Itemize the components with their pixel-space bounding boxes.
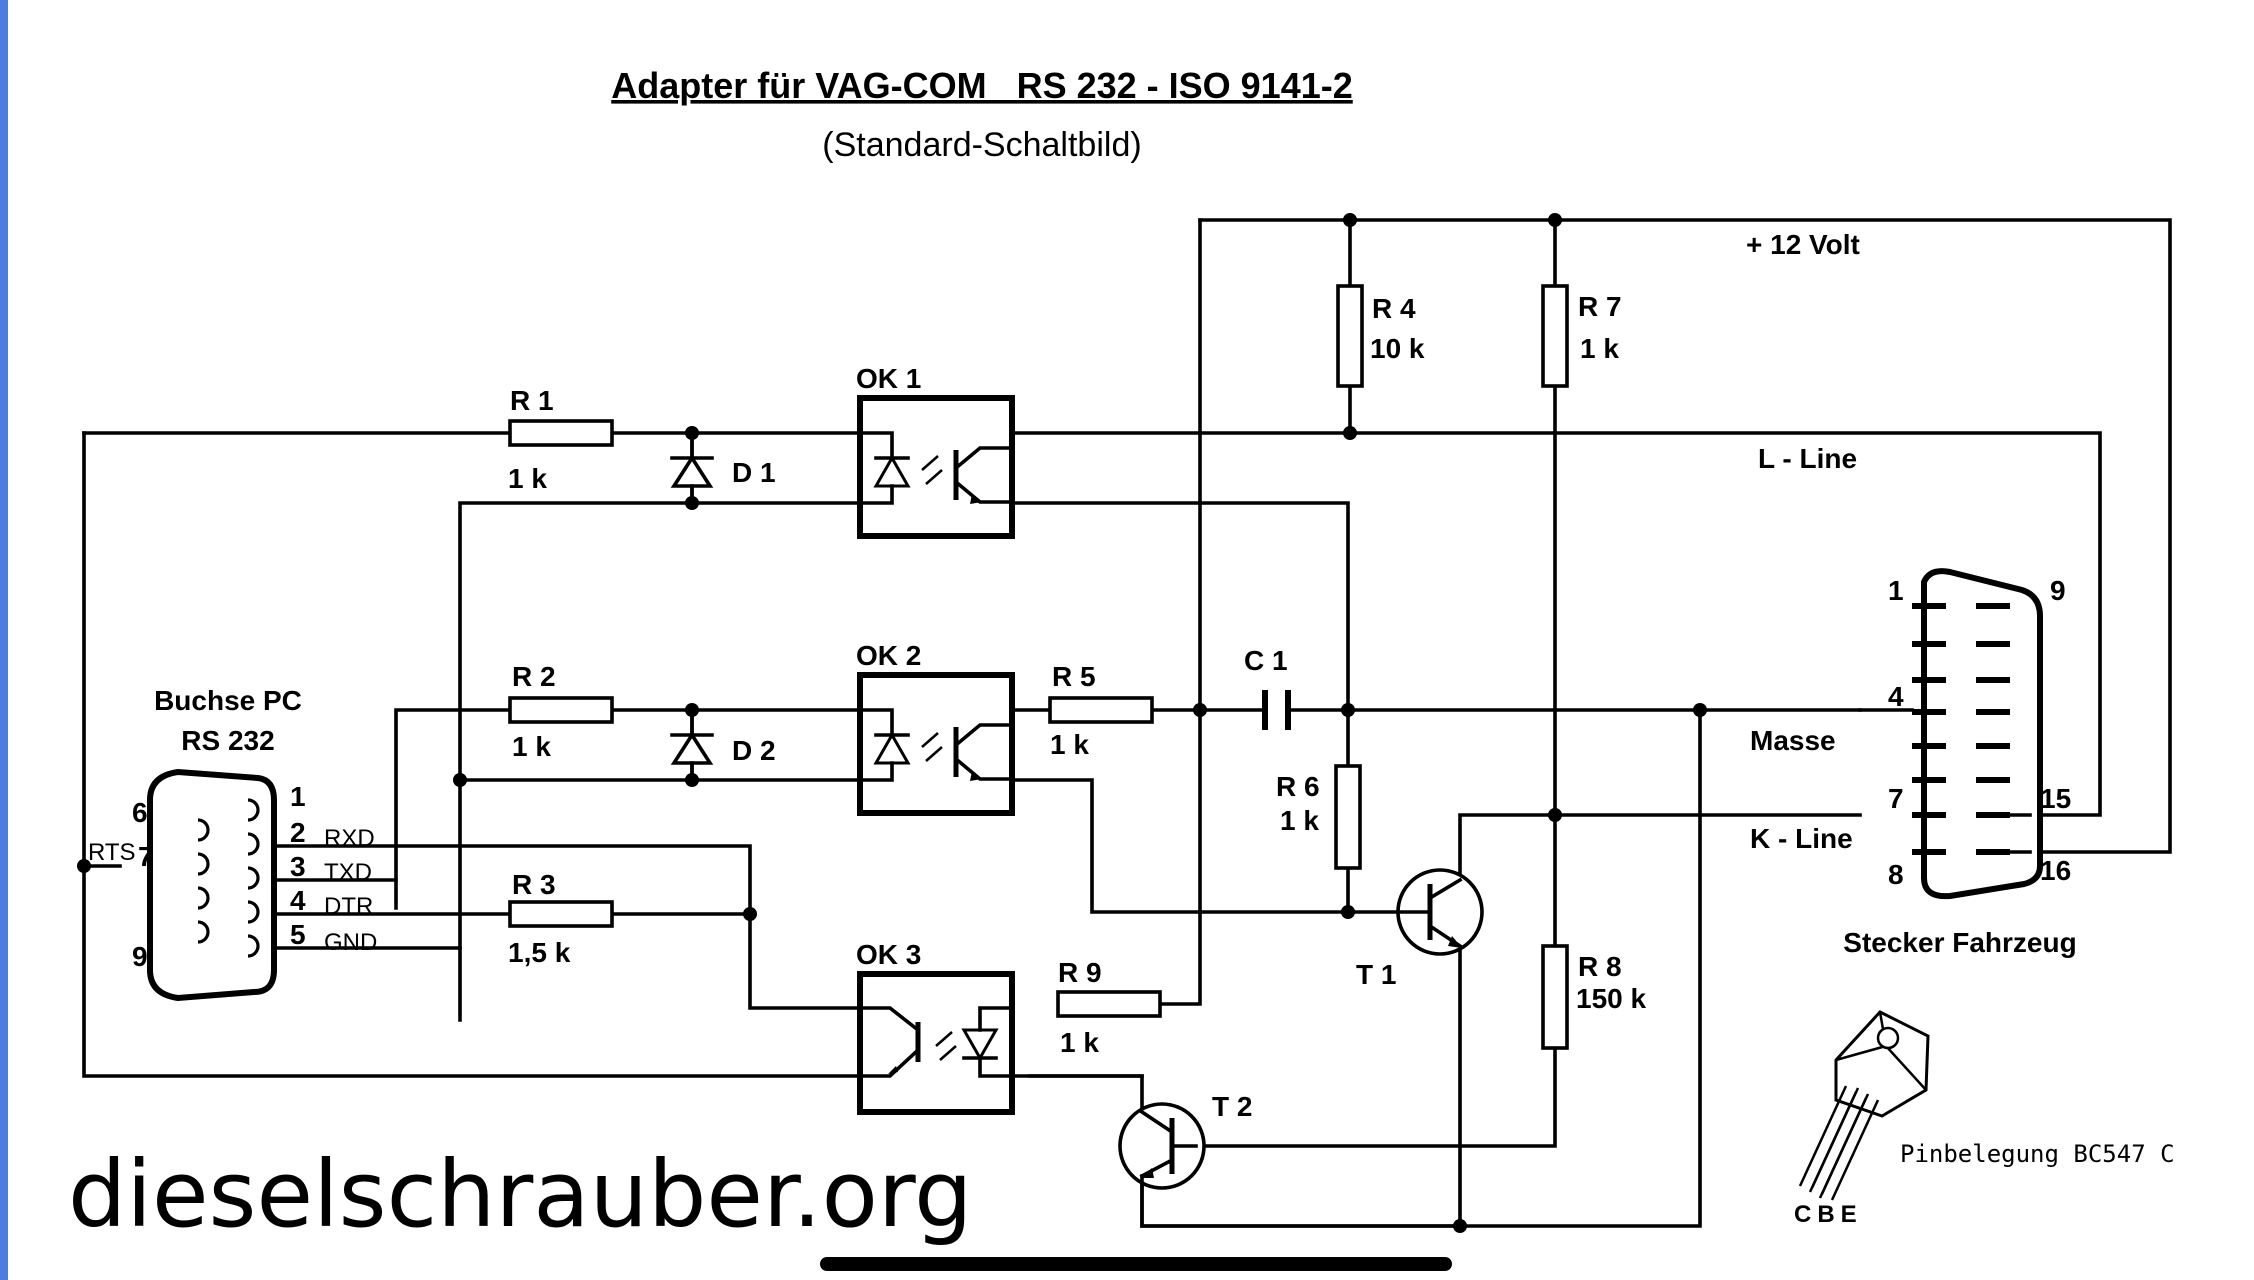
resistor-r1: R 1 1 k xyxy=(508,385,614,494)
pinout-pins-label: CBE xyxy=(1794,1201,1863,1228)
resistor-r9: R 9 1 k xyxy=(1056,957,1162,1058)
svg-text:1 k: 1 k xyxy=(508,463,547,494)
svg-text:T 1: T 1 xyxy=(1356,959,1396,990)
vehicle-connector: 1 4 7 8 9 15 16 Stecker Fahrzeug xyxy=(1843,568,2077,958)
svg-text:D 2: D 2 xyxy=(732,735,776,766)
diagram-title: Adapter für VAG-COM RS 232 - ISO 9141-2 xyxy=(611,65,1353,106)
svg-text:150 k: 150 k xyxy=(1576,983,1646,1014)
svg-text:16: 16 xyxy=(2040,855,2071,886)
svg-text:1: 1 xyxy=(1888,575,1904,606)
resistor-r3: R 3 1,5 k xyxy=(508,869,614,968)
resistor-r7: R 7 1 k xyxy=(1541,284,1622,388)
rts-wire xyxy=(82,431,862,1078)
watermark-text: dieselschrauber.org xyxy=(68,1141,973,1248)
diode-d1: D 1 xyxy=(670,438,776,498)
svg-text:OK 3: OK 3 xyxy=(856,939,921,970)
svg-text:9: 9 xyxy=(2050,575,2066,606)
home-indicator-bar[interactable] xyxy=(820,1257,1452,1271)
svg-text:1: 1 xyxy=(290,781,306,812)
svg-text:RXD: RXD xyxy=(324,825,375,852)
optocoupler-ok2: OK 2 xyxy=(856,640,1015,816)
svg-text:RTS: RTS xyxy=(88,839,136,866)
svg-text:1 k: 1 k xyxy=(1280,805,1319,836)
svg-text:R 9: R 9 xyxy=(1058,957,1102,988)
masse-label: Masse xyxy=(1750,725,1836,756)
svg-text:1 k: 1 k xyxy=(512,731,551,762)
svg-text:7: 7 xyxy=(1888,783,1904,814)
k-line-label: K - Line xyxy=(1750,823,1853,854)
svg-text:15: 15 xyxy=(2040,783,2071,814)
svg-text:1 k: 1 k xyxy=(1060,1027,1099,1058)
ok1-emitter-wire xyxy=(1010,501,1350,914)
svg-text:8: 8 xyxy=(1888,859,1904,890)
resistor-r6: R 6 1 k xyxy=(1276,764,1362,870)
resistor-r2: R 2 1 k xyxy=(508,661,614,762)
left-edge-bar xyxy=(0,0,8,1280)
ok2-emitter-wire xyxy=(1010,778,1402,914)
svg-text:1 k: 1 k xyxy=(1580,333,1619,364)
svg-text:R 8: R 8 xyxy=(1578,951,1622,982)
svg-text:6: 6 xyxy=(132,797,148,828)
svg-text:1,5 k: 1,5 k xyxy=(508,937,571,968)
svg-text:R 4: R 4 xyxy=(1372,293,1416,324)
svg-text:7: 7 xyxy=(138,841,154,872)
svg-text:DTR: DTR xyxy=(324,893,373,920)
svg-text:9: 9 xyxy=(132,941,148,972)
pc-connector-title: Buchse PC xyxy=(154,685,302,716)
resistor-r8: R 8 150 k xyxy=(1541,944,1646,1050)
capacitor-c1: C 1 xyxy=(1244,645,1291,730)
l-line-wire xyxy=(1010,431,2102,817)
svg-text:10 k: 10 k xyxy=(1370,333,1425,364)
pc-connector-subtitle: RS 232 xyxy=(181,725,274,756)
svg-text:3: 3 xyxy=(290,851,306,882)
supply-bus-wire xyxy=(1158,218,1202,1006)
svg-text:C 1: C 1 xyxy=(1244,645,1288,676)
supply-label: + 12 Volt xyxy=(1746,229,1860,260)
svg-text:R 2: R 2 xyxy=(512,661,556,692)
transistor-t2: T 2 xyxy=(1118,1091,1462,1228)
junction-dots xyxy=(77,213,1707,1233)
svg-text:R 3: R 3 xyxy=(512,869,556,900)
diode-d2: D 2 xyxy=(670,715,776,775)
svg-text:R 5: R 5 xyxy=(1052,661,1096,692)
k-line-wire xyxy=(1458,813,1862,882)
optocoupler-ok3: OK 3 xyxy=(856,939,1015,1115)
svg-text:D 1: D 1 xyxy=(732,457,776,488)
svg-text:R 6: R 6 xyxy=(1276,771,1320,802)
r7-r8-wire xyxy=(1194,218,1557,1148)
svg-text:R 7: R 7 xyxy=(1578,291,1622,322)
svg-text:4: 4 xyxy=(290,885,306,916)
svg-text:4: 4 xyxy=(1888,681,1904,712)
svg-text:1 k: 1 k xyxy=(1050,729,1089,760)
svg-text:5: 5 xyxy=(290,919,306,950)
supply-rail-wire xyxy=(1198,218,2172,854)
resistor-r4: R 4 10 k xyxy=(1336,284,1425,388)
optocoupler-ok1: OK 1 xyxy=(856,363,1015,539)
diagram-subtitle: (Standard-Schaltbild) xyxy=(822,126,1141,164)
pc-connector: Buchse PC RS 232 1 2 3 4 5 6 7 9 RXD TXD… xyxy=(88,685,377,1002)
vehicle-connector-title: Stecker Fahrzeug xyxy=(1843,927,2076,958)
svg-text:R 1: R 1 xyxy=(510,385,554,416)
svg-text:T 2: T 2 xyxy=(1212,1091,1252,1122)
pinout-caption: Pinbelegung BC547 C xyxy=(1900,1140,2175,1168)
resistor-r5: R 5 1 k xyxy=(1048,661,1154,760)
svg-text:OK 2: OK 2 xyxy=(856,640,921,671)
svg-text:TXD: TXD xyxy=(324,859,372,886)
svg-text:2: 2 xyxy=(290,817,306,848)
rxd-wire xyxy=(248,844,862,1010)
svg-text:GND: GND xyxy=(324,929,377,956)
bc547-pinout-drawing: CBE Pinbelegung BC547 C xyxy=(1794,1010,2175,1228)
svg-text:OK 1: OK 1 xyxy=(856,363,921,394)
r2-line-wire xyxy=(394,708,862,910)
l-line-label: L - Line xyxy=(1758,443,1857,474)
transistor-t1: T 1 xyxy=(1356,868,1484,990)
